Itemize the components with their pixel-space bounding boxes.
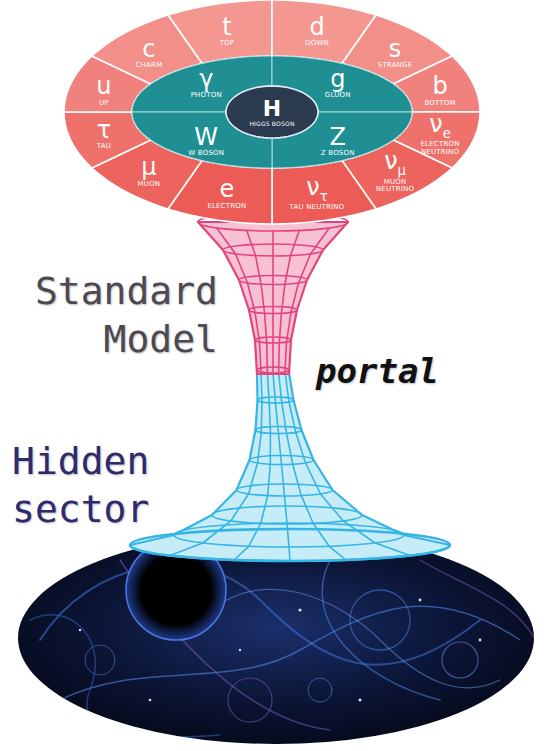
star: [149, 699, 152, 702]
swirl: [350, 590, 410, 650]
section-label: portal: [316, 350, 466, 393]
particle-symbol: ντ: [287, 174, 347, 204]
particle-symbol: d: [287, 14, 347, 40]
particle-label: ZZ BOSON: [307, 124, 369, 158]
particle-symbol: H: [232, 97, 312, 121]
particle-label: νeELECTRON NEUTRINO: [410, 111, 470, 157]
particle-label: WW BOSON: [175, 124, 237, 158]
galaxy-ellipse: [18, 532, 534, 744]
mesh-line: [285, 372, 410, 556]
particle-symbol: μ: [119, 154, 179, 180]
particle-symbol: t: [197, 14, 257, 40]
particle-name: MUON: [119, 181, 179, 189]
particle-symbol: γ: [175, 66, 237, 92]
particle-symbol: W: [175, 124, 237, 150]
particle-name: ELECTRON: [197, 202, 257, 210]
particle-symbol: Z: [307, 124, 369, 150]
particle-label: γPHOTON: [175, 66, 237, 100]
particle-symbol: e: [197, 176, 257, 202]
particle-name: PHOTON: [175, 92, 237, 100]
fermion-wedge: ντTAU NEUTRINO: [272, 160, 376, 224]
particle-label: τTAU: [74, 117, 134, 151]
particle-symbol: νμ: [365, 149, 425, 179]
swirl: [308, 678, 332, 702]
particle-name: Z BOSON: [307, 150, 369, 158]
particle-name: DOWN: [287, 40, 347, 48]
particle-label: ντTAU NEUTRINO: [287, 174, 347, 212]
particle-name: ELECTRON NEUTRINO: [410, 141, 470, 156]
particle-name: HIGGS BOSON: [232, 121, 312, 128]
mesh-line: [234, 373, 270, 560]
swirl: [200, 589, 500, 687]
particle-symbol: b: [410, 73, 470, 99]
star: [239, 649, 241, 651]
swirl: [420, 560, 540, 650]
star: [359, 699, 362, 702]
funnel-mesh: [198, 213, 348, 373]
particle-label: uUP: [74, 73, 134, 107]
particle-symbol: τ: [74, 117, 134, 143]
funnel-surface: [130, 373, 450, 561]
particle-name: STRANGE: [365, 62, 425, 70]
higgs-center: HHIGGS BOSON: [226, 86, 318, 138]
mesh-line: [279, 231, 300, 373]
particle-label: tTOP: [197, 14, 257, 48]
wedge-shape: [272, 160, 376, 224]
particle-label: eELECTRON: [197, 176, 257, 210]
mesh-line: [217, 228, 261, 372]
particle-label: bBOTTOM: [410, 73, 470, 107]
particle-symbol: νe: [410, 111, 470, 141]
section-label: Standard Model: [18, 268, 218, 363]
particle-label: μMUON: [119, 154, 179, 188]
star: [479, 639, 482, 642]
particle-name: GLUON: [307, 92, 369, 100]
particle-symbol: s: [365, 36, 425, 62]
particle-label: gGLUON: [307, 66, 369, 100]
particle-symbol: c: [119, 36, 179, 62]
swirl: [228, 678, 272, 722]
particle-label: HHIGGS BOSON: [232, 97, 312, 128]
star: [298, 608, 301, 611]
particle-name: BOTTOM: [410, 100, 470, 108]
particle-name: CHARM: [119, 62, 179, 70]
particle-name: TAU NEUTRINO: [287, 204, 347, 212]
particle-name: TOP: [197, 40, 257, 48]
particle-label: dDOWN: [287, 14, 347, 48]
funnel-mesh: [130, 372, 450, 561]
star: [79, 629, 81, 631]
swirl: [442, 642, 478, 678]
mesh-line: [272, 231, 274, 373]
particle-label: cCHARM: [119, 36, 179, 70]
section-label: Hidden sector: [12, 438, 182, 533]
particle-symbol: g: [307, 66, 369, 92]
mesh-line: [247, 231, 268, 373]
galaxy-swirls: [30, 560, 540, 737]
wedge-shape: [226, 86, 318, 138]
swirl: [322, 560, 440, 700]
mesh-line: [170, 372, 262, 556]
swirl: [40, 565, 480, 665]
particle-name: MUON NEUTRINO: [365, 179, 425, 194]
particle-name: TAU: [74, 143, 134, 151]
particle-symbol: u: [74, 73, 134, 99]
star: [419, 599, 422, 602]
particle-label: νμMUON NEUTRINO: [365, 149, 425, 195]
particle-name: UP: [74, 100, 134, 108]
particle-name: W BOSON: [175, 150, 237, 158]
mesh-line: [285, 228, 329, 372]
particle-label: sSTRANGE: [365, 36, 425, 70]
swirl: [85, 645, 115, 675]
